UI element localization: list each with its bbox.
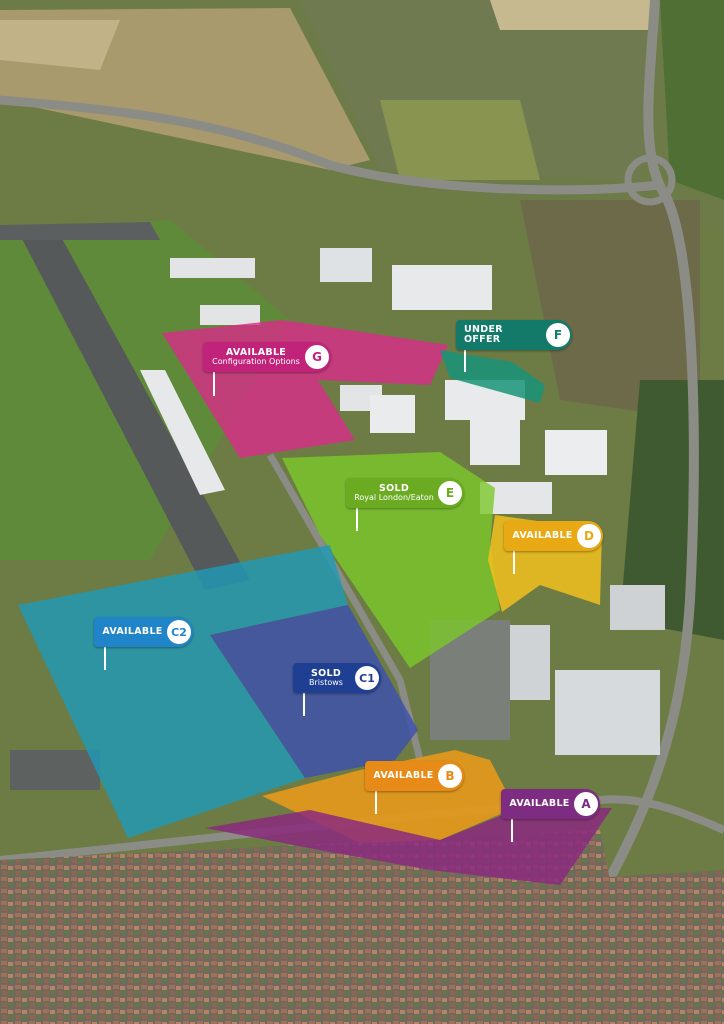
plot-label-b[interactable]: AVAILABLE B — [365, 761, 464, 791]
plot-letter-badge: D — [577, 524, 601, 548]
plot-status: AVAILABLE — [373, 770, 434, 782]
plot-letter-badge: A — [574, 792, 598, 816]
pin-f — [464, 350, 466, 372]
plot-subtitle: Bristows — [309, 677, 343, 687]
plot-letter-badge: G — [305, 345, 329, 369]
plot-status: AVAILABLE — [512, 530, 573, 542]
plot-label-a[interactable]: AVAILABLE A — [501, 789, 600, 819]
housing — [0, 830, 610, 1024]
pin-c1 — [303, 692, 305, 716]
plot-letter-badge: C1 — [355, 666, 379, 690]
plot-letter-badge: E — [438, 481, 462, 505]
pin-c2 — [104, 646, 106, 670]
plot-subtitle: Royal London/Eaton — [354, 492, 434, 502]
plot-letter-badge: C2 — [167, 620, 191, 644]
plot-status: SOLD — [378, 482, 410, 494]
runway — [20, 235, 250, 590]
plot-a-area — [205, 808, 612, 885]
plot-letter-badge: F — [546, 323, 570, 347]
plot-label-c2[interactable]: AVAILABLE C2 — [94, 617, 193, 647]
plot-letter-badge: B — [438, 764, 462, 788]
plot-status: AVAILABLE — [225, 346, 287, 358]
plot-f-area — [440, 350, 545, 403]
plot-status: AVAILABLE — [102, 626, 163, 638]
plot-label-d[interactable]: AVAILABLE D — [504, 521, 603, 551]
plot-label-f[interactable]: UNDER OFFER F — [456, 320, 572, 350]
pin-a — [511, 818, 513, 842]
pin-e — [356, 507, 358, 531]
pin-g — [213, 370, 215, 396]
plot-subtitle: Configuration Options — [212, 356, 300, 366]
plot-status: SOLD — [310, 667, 342, 679]
plot-status: UNDER OFFER — [464, 324, 503, 345]
plot-status: AVAILABLE — [509, 798, 570, 810]
pin-d — [513, 550, 515, 574]
pin-b — [375, 790, 377, 814]
